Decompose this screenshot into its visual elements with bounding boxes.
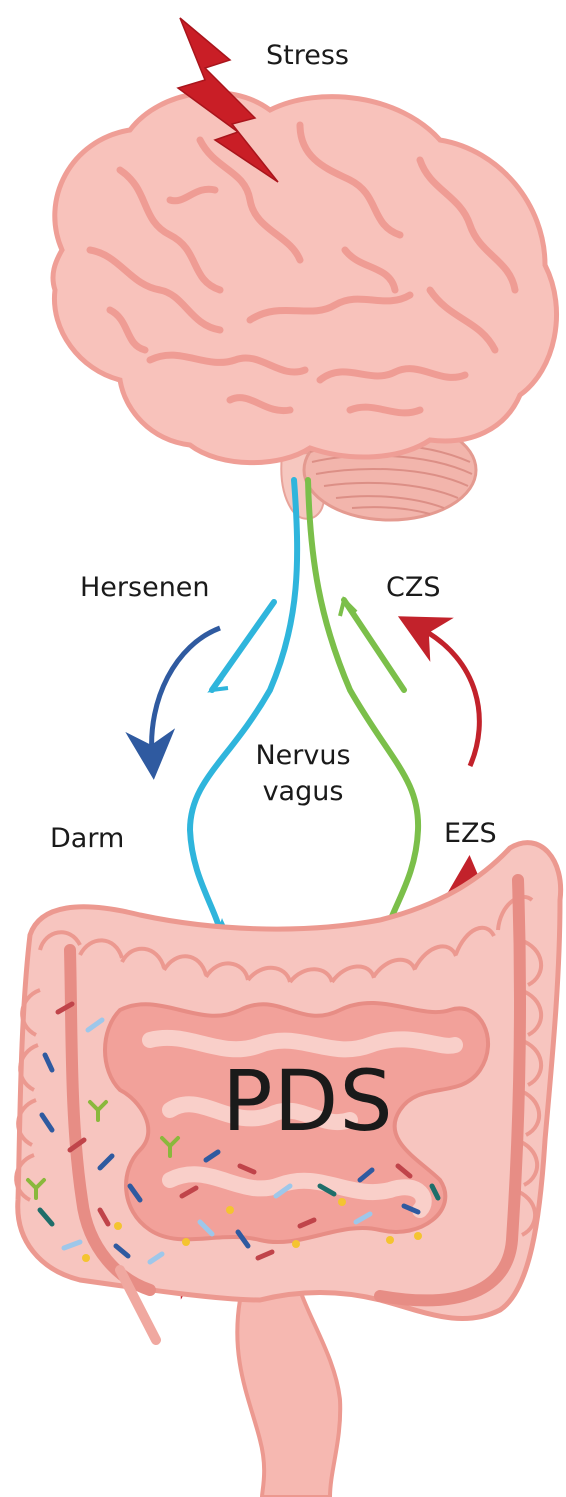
cns-label: CZS [386, 572, 441, 603]
ens-label: EZS [444, 818, 497, 849]
vagus-label-line1: Nervus [238, 738, 368, 774]
arrow-gut-to-brain [420, 628, 479, 766]
brain-label: Hersenen [80, 572, 210, 603]
condition-label: PDS [222, 1052, 394, 1150]
efferent-nerve-fiber [190, 480, 297, 958]
intestine-icon [16, 843, 560, 1497]
vagus-nerve-label: Nervus vagus [238, 738, 368, 810]
afferent-nerve-fiber [308, 480, 418, 958]
brain-icon [53, 93, 557, 520]
stress-label: Stress [266, 40, 349, 71]
vagus-label-line2: vagus [238, 774, 368, 810]
gut-label: Darm [50, 823, 124, 854]
